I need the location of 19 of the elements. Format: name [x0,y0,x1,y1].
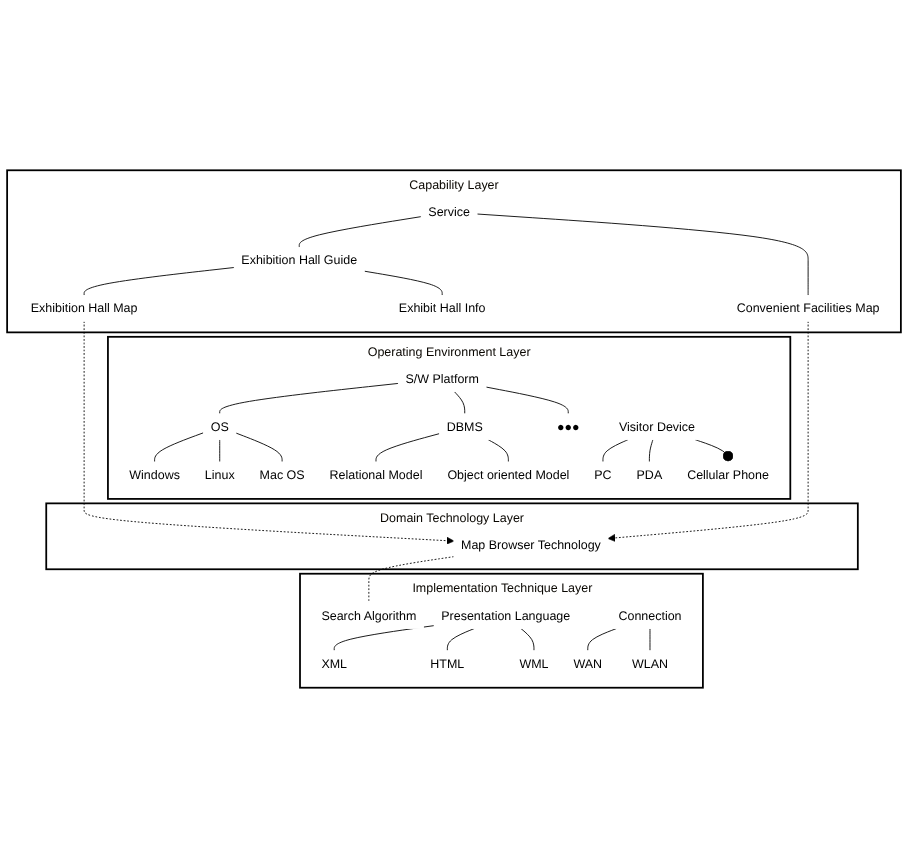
connector [363,270,443,296]
connector [375,433,441,463]
connector [368,556,455,604]
connector [648,439,654,463]
connector [446,628,475,652]
connector [235,432,283,463]
connector [83,267,235,296]
connector [587,628,618,652]
connector [219,382,399,415]
connector [298,216,422,248]
connector [154,432,205,463]
connector [520,628,535,652]
connector [219,439,221,463]
connector [487,439,509,463]
connector [333,625,435,652]
connector [485,386,569,415]
connector [453,391,466,415]
connector [602,439,629,463]
connector [476,213,809,296]
